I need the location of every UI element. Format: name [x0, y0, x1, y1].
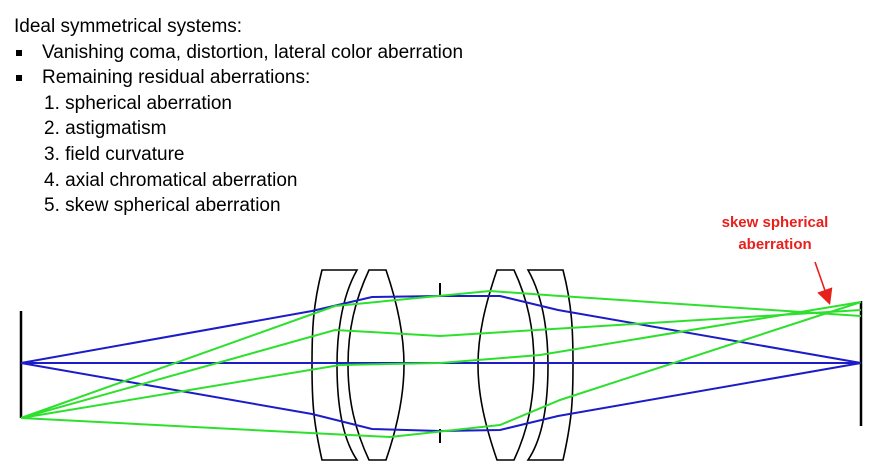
residual-item: 2. astigmatism [44, 118, 167, 140]
residual-item: 4. axial chromatical aberration [44, 169, 298, 191]
bullet-list: Vanishing coma, distortion, lateral colo… [14, 40, 463, 91]
lens-element-1 [311, 269, 359, 461]
residual-item: 3. field curvature [44, 143, 185, 165]
heading: Ideal symmetrical systems: [14, 16, 243, 37]
green-field-ray-mid [20, 309, 862, 419]
annotation-arrow [814, 261, 833, 306]
annotation-line-1: skew spherical [721, 214, 829, 231]
lens-element-3 [477, 269, 535, 461]
bullet-item: Remaining residual aberrations: [14, 65, 463, 91]
residual-aberration-list: 1. spherical aberration 2. astigmatism 3… [14, 91, 463, 219]
text-block: Ideal symmetrical systems: Vanishing com… [14, 14, 463, 219]
skew-spherical-annotation: skew spherical aberration [700, 212, 850, 256]
green-field-ray-lower [20, 301, 862, 439]
annotation-line-2: aberration [738, 236, 812, 253]
blue-marginal-ray-upper [20, 295, 862, 364]
green-field-ray-upper [20, 289, 862, 419]
lens-element-4 [526, 269, 574, 461]
residual-item: 5. skew spherical aberration [44, 195, 281, 217]
residual-item: 1. spherical aberration [44, 92, 232, 114]
green-field-ray-chief [20, 301, 862, 419]
lens-element-2 [347, 269, 405, 461]
bullet-item: Vanishing coma, distortion, lateral colo… [14, 40, 463, 66]
